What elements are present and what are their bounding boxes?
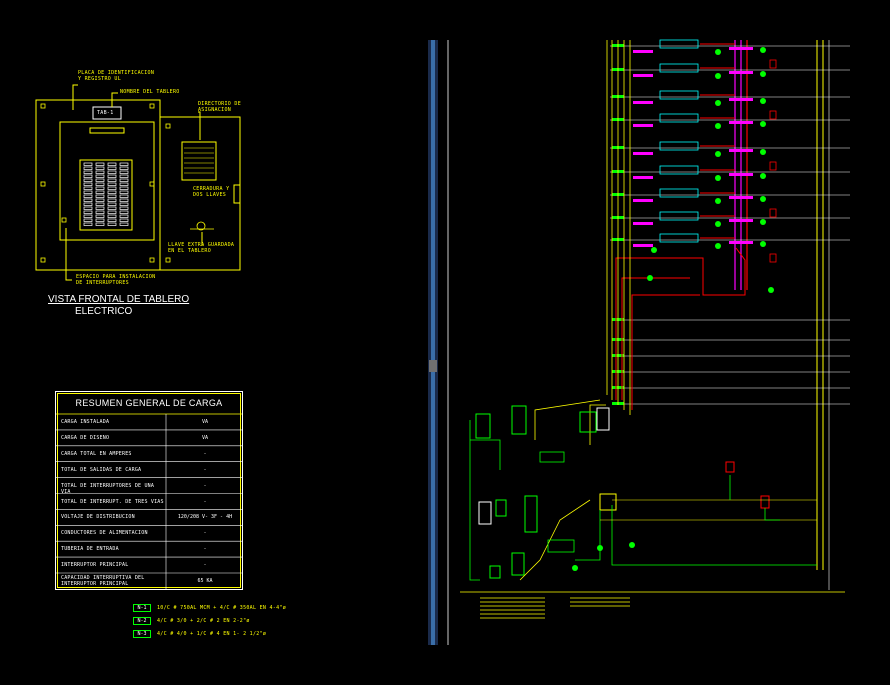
summary-row-label: TOTAL DE INTERRUPT. DE TRES VIAS: [61, 498, 164, 505]
summary-row-label: CAPACIDAD INTERRUPTIVA DEL INTERRUPTOR P…: [61, 575, 145, 587]
summary-row-value: -: [203, 562, 207, 569]
viewport-splitter[interactable]: [428, 40, 438, 645]
callout-cerradura: CERRADURA Y DOS LLAVES: [193, 186, 230, 198]
panel-name-tag: TAB-1: [97, 110, 114, 116]
legend-tag-n2: N-2: [133, 617, 151, 625]
summary-row-label: VOLTAJE DE DISTRIBUCION: [61, 514, 135, 521]
legend-tag-n1: N-1: [133, 604, 151, 612]
summary-row-label: CARGA TOTAL EN AMPERES: [61, 450, 132, 457]
callout-espacio: ESPACIO PARA INSTALACION DE INTERRUPTORE…: [76, 274, 156, 286]
summary-title: RESUMEN GENERAL DE CARGA: [75, 398, 223, 408]
key-icon: [190, 221, 214, 231]
summary-row-value: VA: [201, 434, 209, 441]
frontal-title-line2: ELECTRICO: [75, 306, 133, 317]
frontal-title-line1: VISTA FRONTAL DE TABLERO: [48, 294, 190, 305]
breaker-slots: [83, 162, 129, 226]
panel-screws: [40, 103, 171, 263]
summary-row-value: 65 KA: [197, 578, 213, 584]
summary-row-value: -: [203, 466, 207, 473]
legend-text-n3: 4/C # 4/0 + 1/C # 4 EN 1- 2 1/2"ø: [157, 631, 267, 637]
summary-row-value: -: [203, 450, 207, 457]
summary-row-value: -: [203, 482, 207, 489]
panel-enclosure: [35, 84, 241, 281]
callout-directorio: DIRECTORIO DE ASIGNACION: [198, 101, 242, 113]
splitter-bar[interactable]: [431, 40, 435, 645]
summary-row-label: INTERRUPTOR PRINCIPAL: [61, 562, 129, 569]
legend-text-n2: 4/C # 3/0 + 2/C # 2 EN 2-2"ø: [157, 618, 250, 624]
summary-row-label: TOTAL DE SALIDAS DE CARGA: [61, 466, 142, 473]
legend-tag-n3: N-3: [133, 630, 151, 638]
summary-row-label: CARGA DE DISENO: [61, 434, 110, 441]
summary-row-label: CARGA INSTALADA: [61, 419, 110, 425]
callout-nombre: NOMBRE DEL TABLERO: [120, 89, 180, 95]
summary-row-value: -: [203, 546, 207, 553]
splitter-grip-handle[interactable]: [429, 360, 437, 372]
directory-lines: [184, 147, 214, 174]
frontal-view-title: VISTA FRONTAL DE TABLERO ELECTRICO: [48, 294, 189, 318]
summary-row-value: 120/208 V- 3F - 4H: [177, 514, 233, 521]
summary-row-value: -: [203, 530, 207, 537]
callout-llave: LLAVE EXTRA GUARDADA EN EL TABLERO: [168, 242, 235, 254]
load-summary-table: RESUMEN GENERAL DE CARGA CARGA INSTALADA…: [55, 391, 243, 590]
callout-placa: PLACA DE IDENTIFICACION Y REGISTRO UL: [78, 70, 155, 82]
summary-row-value: VA: [201, 419, 209, 425]
one-line-diagram: [447, 39, 850, 645]
summary-row-value: -: [203, 498, 207, 505]
summary-grid: [56, 413, 242, 589]
summary-row-label: TOTAL DE INTERRUPTORES DE UNA VIA: [61, 482, 155, 495]
legend-text-n1: 10/C # 750AL MCM + 4/C # 350AL EN 4-4"ø: [157, 605, 287, 611]
summary-row-label: TUBERIA DE ENTRADA: [61, 546, 119, 553]
summary-row-label: CONDUCTORES DE ALIMENTACION: [61, 530, 148, 537]
